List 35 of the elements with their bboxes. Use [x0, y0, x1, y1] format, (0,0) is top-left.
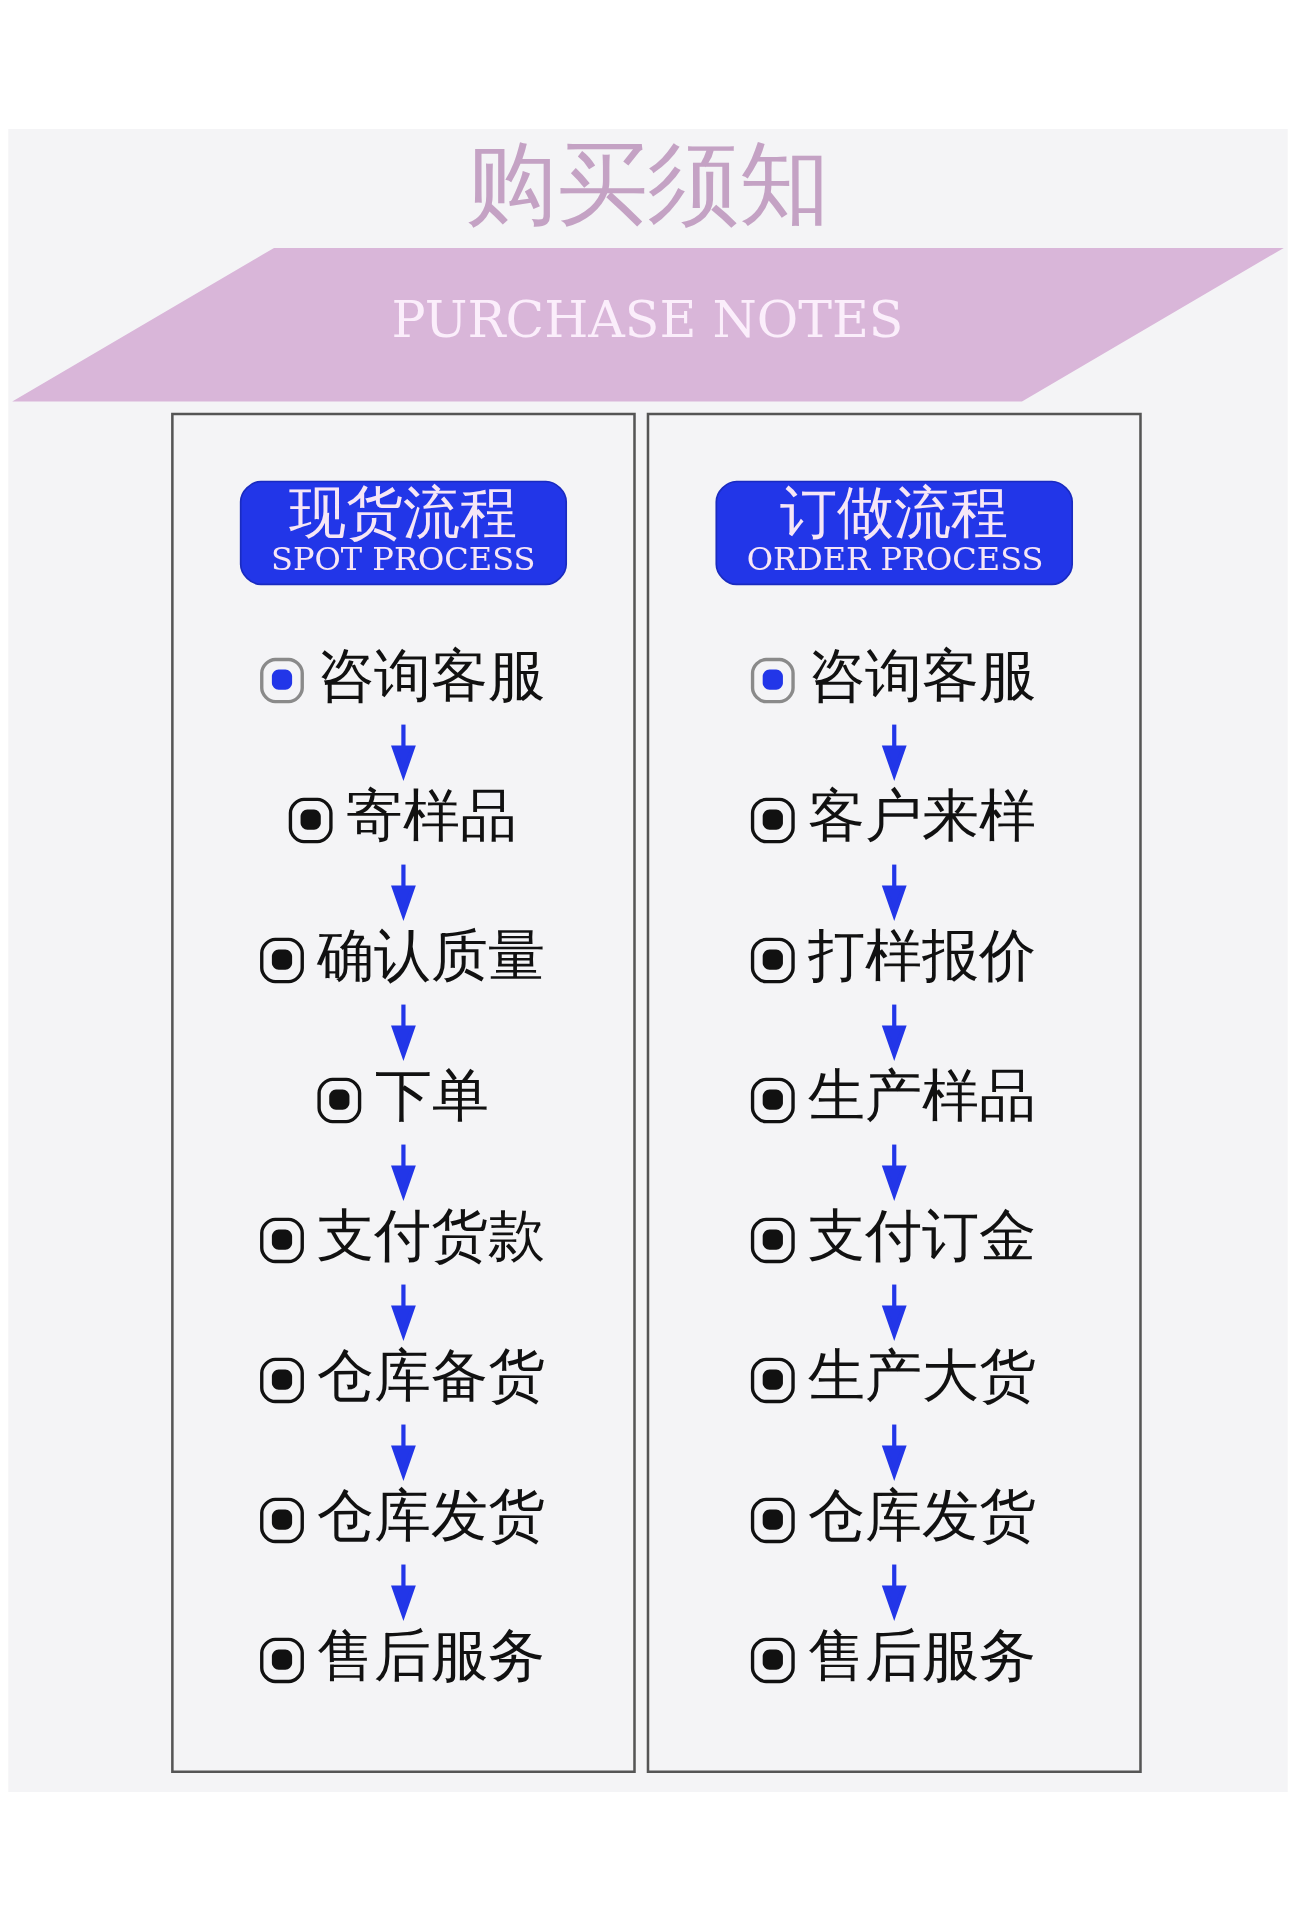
arrow — [881, 1144, 907, 1201]
node-label: 支付订金 — [808, 1201, 1037, 1269]
node-label: 寄样品 — [346, 781, 518, 849]
arrow — [391, 1144, 416, 1201]
node-label: 生产样品 — [808, 1061, 1037, 1129]
diagram-title: 购买须知 — [465, 129, 830, 236]
arrow — [391, 1004, 416, 1061]
node-label: 生产大货 — [808, 1341, 1037, 1409]
node-label: 售后服务 — [317, 1621, 546, 1689]
cluster — [646, 412, 1142, 1773]
arrow — [391, 724, 416, 781]
node-label: 仓库备货 — [317, 1341, 546, 1409]
node-box: 现货流程 SPOT PROCESS — [239, 480, 568, 585]
node-label: 仓库发货 — [808, 1481, 1037, 1549]
node-label: 打样报价 — [808, 921, 1037, 989]
node-box: 订做流程 ORDER PROCESS — [715, 480, 1073, 585]
arrow — [881, 1004, 907, 1061]
arrow — [391, 1284, 416, 1341]
node-label: 客户来样 — [808, 781, 1037, 849]
arrow — [881, 864, 907, 921]
arrow — [391, 864, 416, 921]
node-label: 下单 — [374, 1061, 489, 1129]
arrow — [881, 1284, 907, 1341]
arrow — [881, 724, 907, 781]
node-label: 仓库发货 — [317, 1481, 546, 1549]
node-label: 确认质量 — [317, 921, 546, 989]
node-label: 咨询客服 — [808, 641, 1037, 709]
arrow — [391, 1564, 416, 1621]
node-label: 支付货款 — [317, 1201, 546, 1269]
arrow — [881, 1424, 907, 1481]
cluster — [171, 412, 636, 1773]
arrow — [881, 1564, 907, 1621]
arrow — [391, 1424, 416, 1481]
node-label: 售后服务 — [808, 1621, 1037, 1689]
node-label: 咨询客服 — [317, 641, 546, 709]
